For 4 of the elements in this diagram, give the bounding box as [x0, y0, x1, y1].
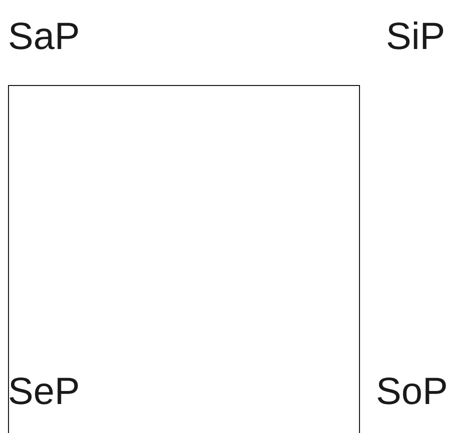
corner-label: SeP — [8, 373, 80, 411]
corner-label: SiP — [386, 18, 446, 56]
corner-label: SaP — [8, 18, 80, 56]
corner-label: SoP — [376, 373, 448, 411]
